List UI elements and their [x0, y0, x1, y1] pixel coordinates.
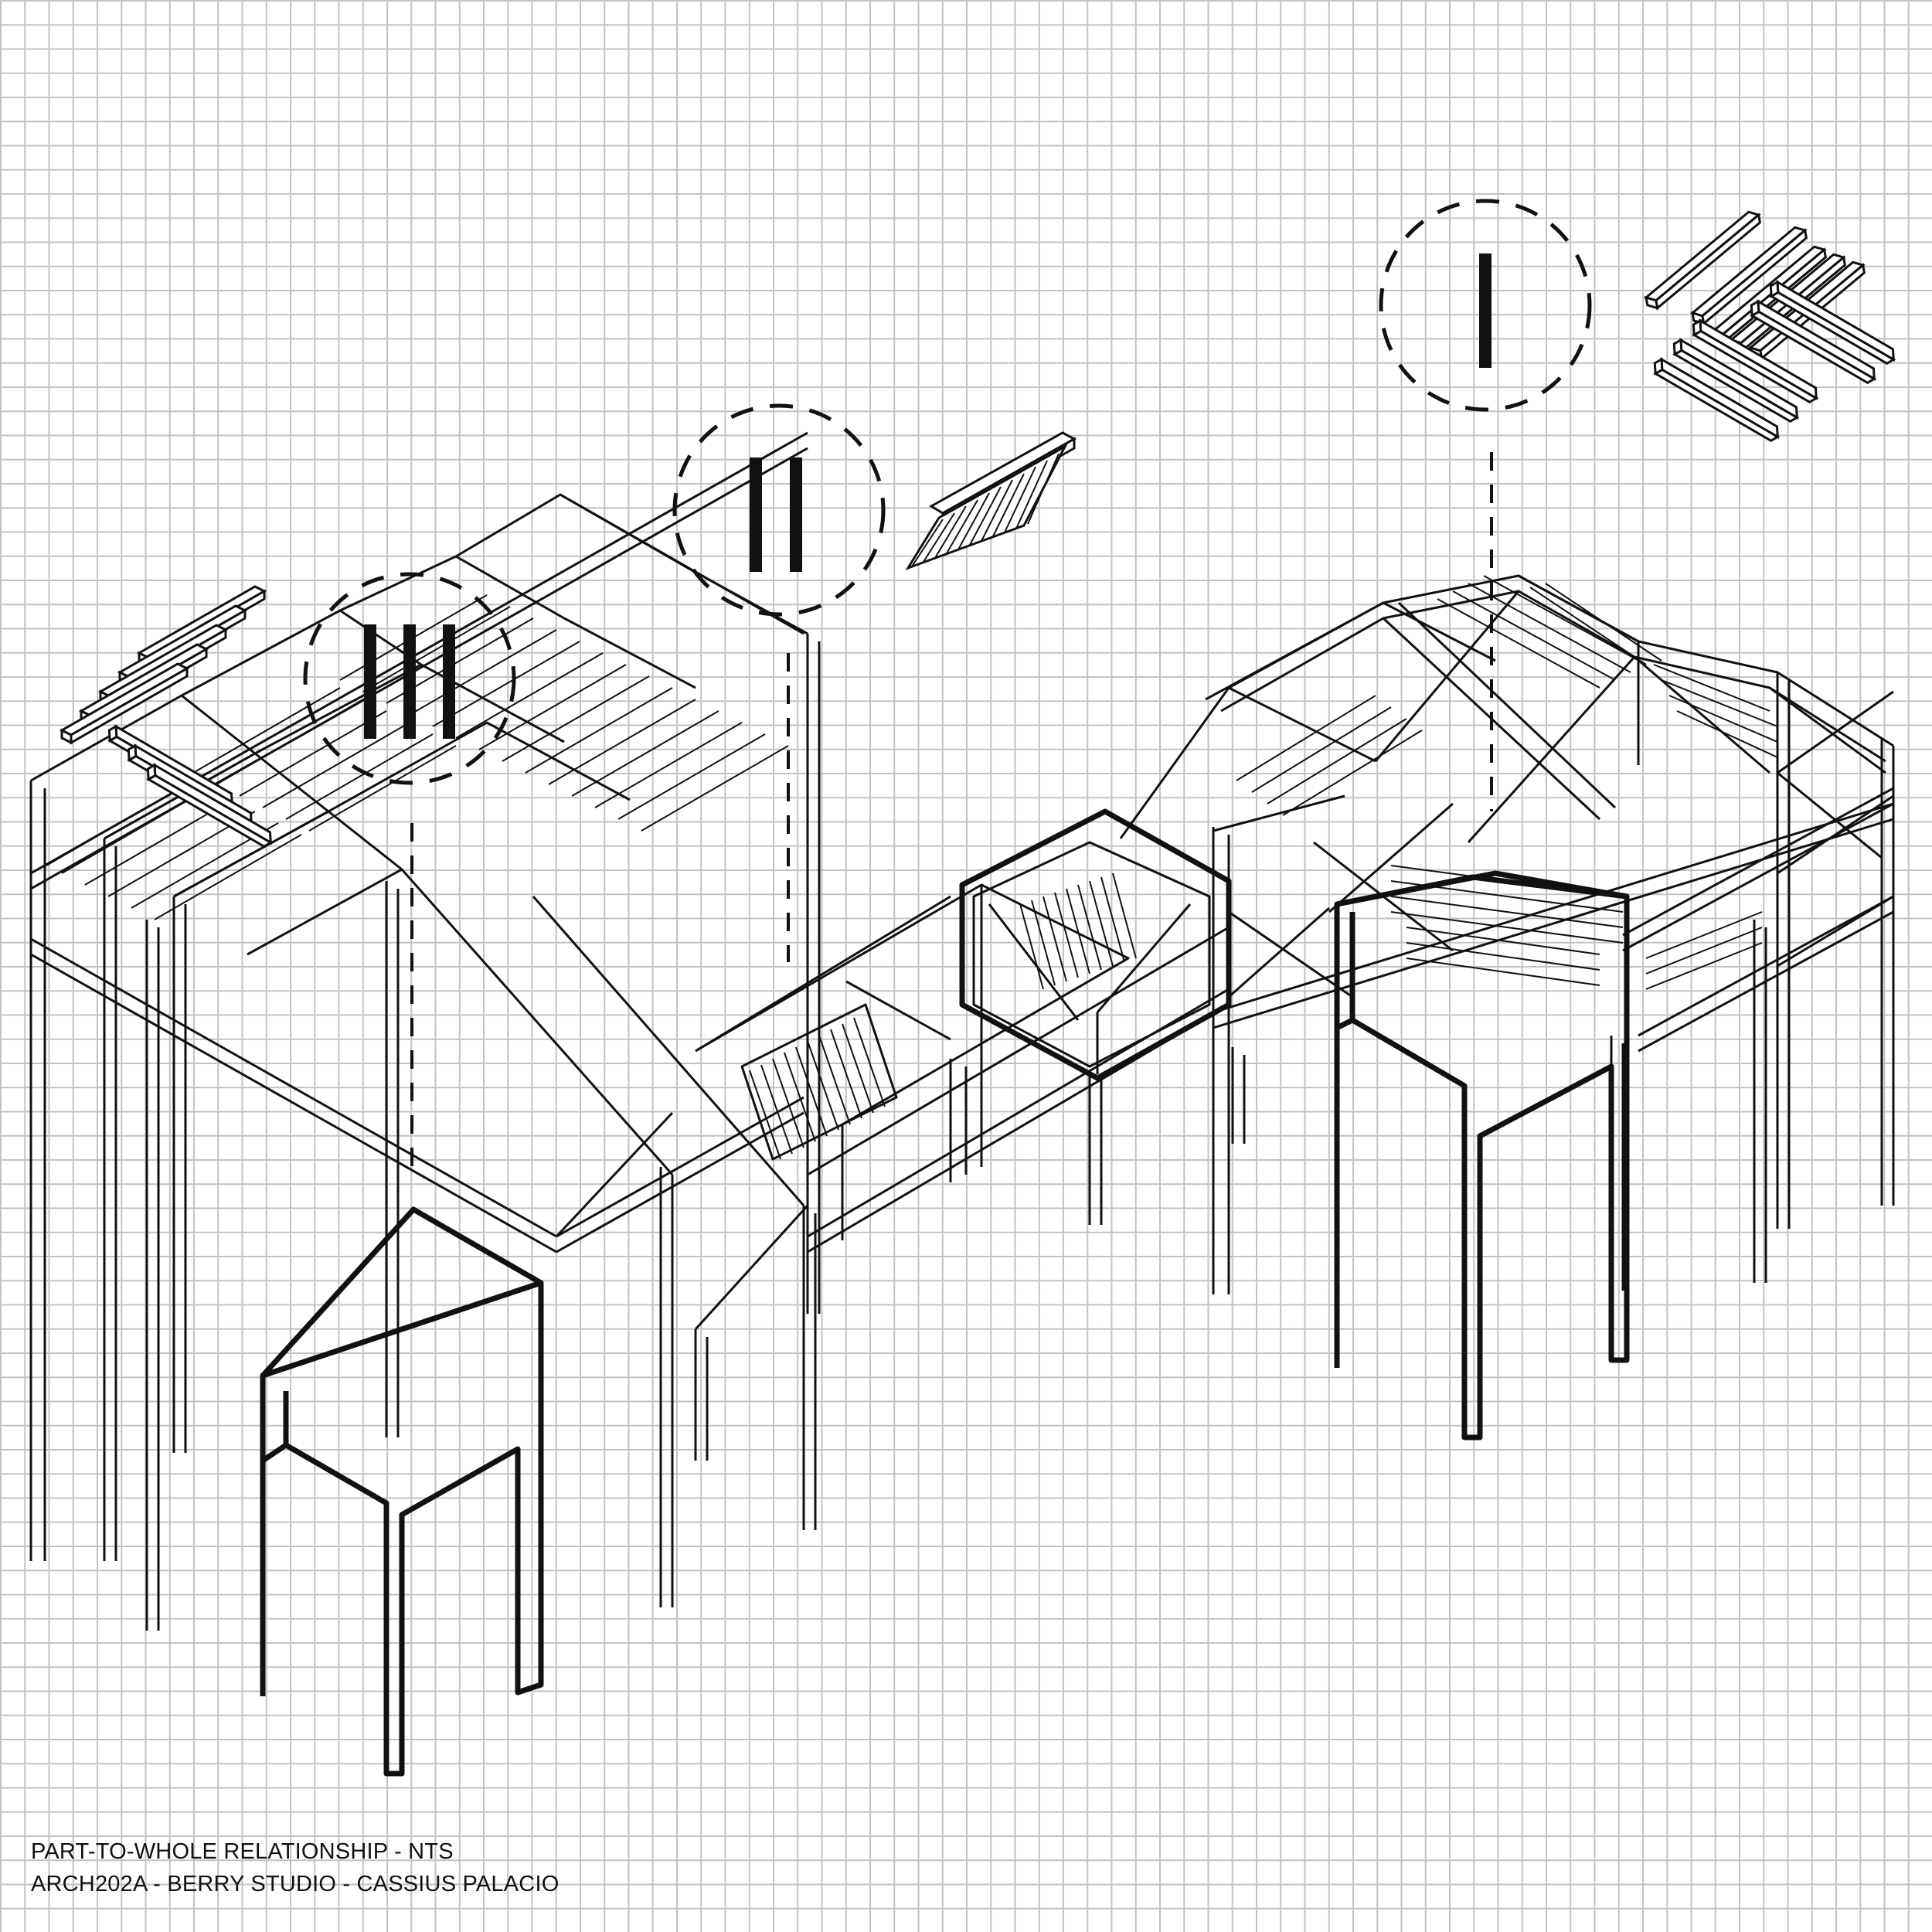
drawing-credit: ARCH202A - BERRY STUDIO - CASSIUS PALACI…	[31, 1872, 560, 1896]
timber-structure	[29, 431, 1895, 1631]
roman-numeral-one-bar	[1479, 253, 1492, 368]
highlight-three	[260, 1206, 544, 1777]
highlighted-parts	[260, 808, 1630, 1777]
callout-leaders	[410, 452, 1493, 1167]
part-kit-two	[905, 431, 1077, 570]
drawing-title: PART-TO-WHOLE RELATIONSHIP - NTS	[31, 1839, 454, 1864]
section-three-frame	[29, 431, 821, 1631]
roman-numeral-three-bars	[364, 624, 455, 739]
section-two-module	[972, 841, 1211, 1074]
highlight-one	[1334, 870, 1630, 1440]
section-two-frame	[695, 883, 1230, 1253]
section-one-frame	[1119, 574, 1895, 1294]
callout-one	[1379, 199, 1592, 412]
callout-three	[303, 572, 516, 785]
title-block: PART-TO-WHOLE RELATIONSHIP - NTS ARCH202…	[31, 1835, 559, 1900]
callout-two	[672, 403, 886, 617]
highlight-two	[959, 808, 1232, 1081]
part-kit-three	[60, 585, 276, 881]
roman-numeral-two-bars	[750, 457, 802, 572]
part-kit-one	[1633, 209, 1899, 475]
